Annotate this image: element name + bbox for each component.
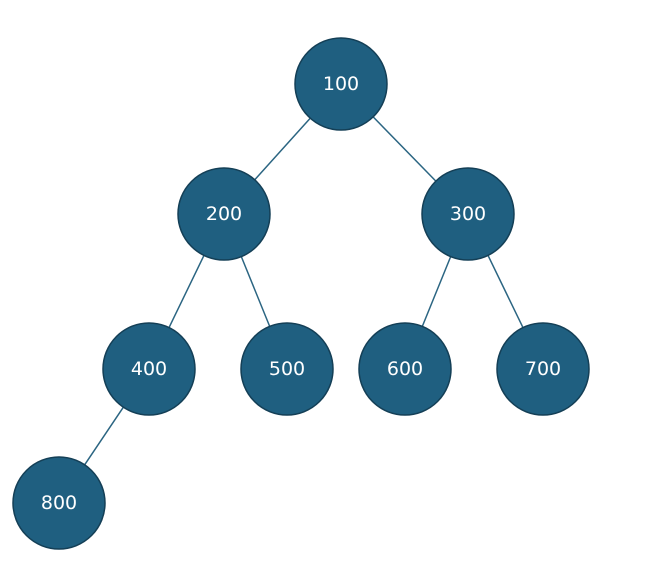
tree-node-circle (421, 167, 515, 261)
tree-edge-300-700 (487, 255, 524, 328)
tree-edge-100-300 (372, 116, 437, 182)
tree-edge-200-500 (240, 256, 271, 327)
tree-node-circle (12, 456, 106, 550)
tree-node-circle (102, 322, 196, 416)
tree-node-700: 700 (496, 322, 590, 416)
tree-node-label: 500 (269, 358, 305, 380)
tree-node-label: 300 (450, 203, 486, 225)
tree-node-label: 100 (323, 73, 359, 95)
tree-node-600: 600 (358, 322, 452, 416)
tree-node-circle (177, 167, 271, 261)
tree-node-circle (358, 322, 452, 416)
tree-node-300: 300 (421, 167, 515, 261)
tree-edge-100-200 (254, 117, 311, 181)
tree-nodes: 100 200 300 400 500 600 700 800 (12, 37, 590, 550)
tree-edge-300-600 (421, 256, 452, 327)
tree-edges (84, 116, 524, 466)
tree-node-circle (240, 322, 334, 416)
tree-node-label: 600 (387, 358, 423, 380)
tree-node-label: 200 (206, 203, 242, 225)
tree-node-800: 800 (12, 456, 106, 550)
tree-node-circle (496, 322, 590, 416)
tree-node-400: 400 (102, 322, 196, 416)
tree-node-label: 700 (525, 358, 561, 380)
tree-edge-400-800 (84, 406, 124, 466)
tree-node-circle (294, 37, 388, 131)
tree-node-label: 800 (41, 492, 77, 514)
tree-node-200: 200 (177, 167, 271, 261)
tree-node-label: 400 (131, 358, 167, 380)
tree-edge-200-400 (168, 255, 205, 328)
tree-node-500: 500 (240, 322, 334, 416)
tree-node-100: 100 (294, 37, 388, 131)
